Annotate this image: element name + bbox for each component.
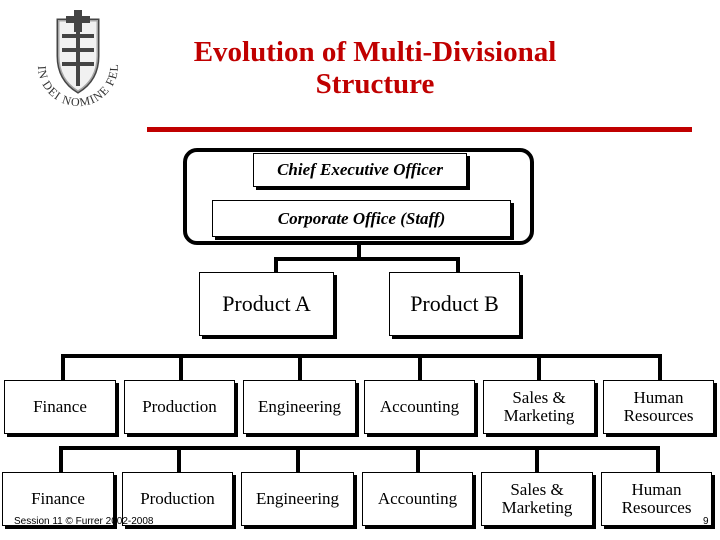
row2-human-resources-box: Human Resources <box>601 472 712 526</box>
row2-accounting-box: Accounting <box>362 472 473 526</box>
row1-finance-label: Finance <box>33 397 87 416</box>
row1-human-resources-box: Human Resources <box>603 380 714 434</box>
row2-engineering-box: Engineering <box>241 472 354 526</box>
row1-finance-box: Finance <box>4 380 116 434</box>
row2-sales-marketing-line1: Sales & <box>510 480 564 499</box>
corporate-office-box: Corporate Office (Staff) <box>212 200 511 237</box>
row1-human-resources-line2: Resources <box>623 406 694 425</box>
corporate-office-label: Corporate Office (Staff) <box>277 208 446 228</box>
row1-human-resources-line1: Human <box>633 388 684 407</box>
row2-human-resources-line1: Human <box>631 480 682 499</box>
row1-sales-marketing-line2: Marketing <box>503 406 575 425</box>
title-line-1: Evolution of Multi-Divisional <box>193 36 557 68</box>
slide-title: Evolution of Multi-Divisional Structure <box>150 36 600 100</box>
footer-copyright: Session 11 © Furrer 2002-2008 <box>14 516 154 527</box>
row1-engineering-label: Engineering <box>257 397 342 416</box>
title-line-2: Structure <box>315 68 435 100</box>
product-b-label: Product B <box>410 291 499 316</box>
row2-production-label: Production <box>140 489 215 508</box>
row2-engineering-label: Engineering <box>255 489 340 508</box>
title-divider <box>147 127 692 132</box>
row2-finance-box: Finance <box>2 472 114 526</box>
row1-accounting-label: Accounting <box>379 397 460 416</box>
ceo-label: Chief Executive Officer <box>277 160 443 179</box>
row2-sales-marketing-box: Sales & Marketing <box>481 472 593 526</box>
row2-production-box: Production <box>122 472 233 526</box>
row1-sales-marketing-box: Sales & Marketing <box>483 380 595 434</box>
product-b-box: Product B <box>389 272 520 336</box>
university-seal-logo: IN DEI NOMINE FELICITER <box>17 0 134 123</box>
row1-production-label: Production <box>142 397 217 416</box>
row1-accounting-box: Accounting <box>364 380 475 434</box>
row1-engineering-box: Engineering <box>243 380 356 434</box>
row2-accounting-label: Accounting <box>377 489 458 508</box>
product-a-box: Product A <box>199 272 334 336</box>
row1-sales-marketing-line1: Sales & <box>512 388 566 407</box>
corporate-group-frame <box>183 148 534 245</box>
product-a-label: Product A <box>222 291 311 316</box>
row1-production-box: Production <box>124 380 235 434</box>
row2-human-resources-line2: Resources <box>621 498 692 517</box>
ceo-box: Chief Executive Officer <box>253 153 467 187</box>
page-number: 9 <box>703 516 709 527</box>
row2-sales-marketing-line2: Marketing <box>501 498 573 517</box>
row2-finance-label: Finance <box>31 489 85 508</box>
